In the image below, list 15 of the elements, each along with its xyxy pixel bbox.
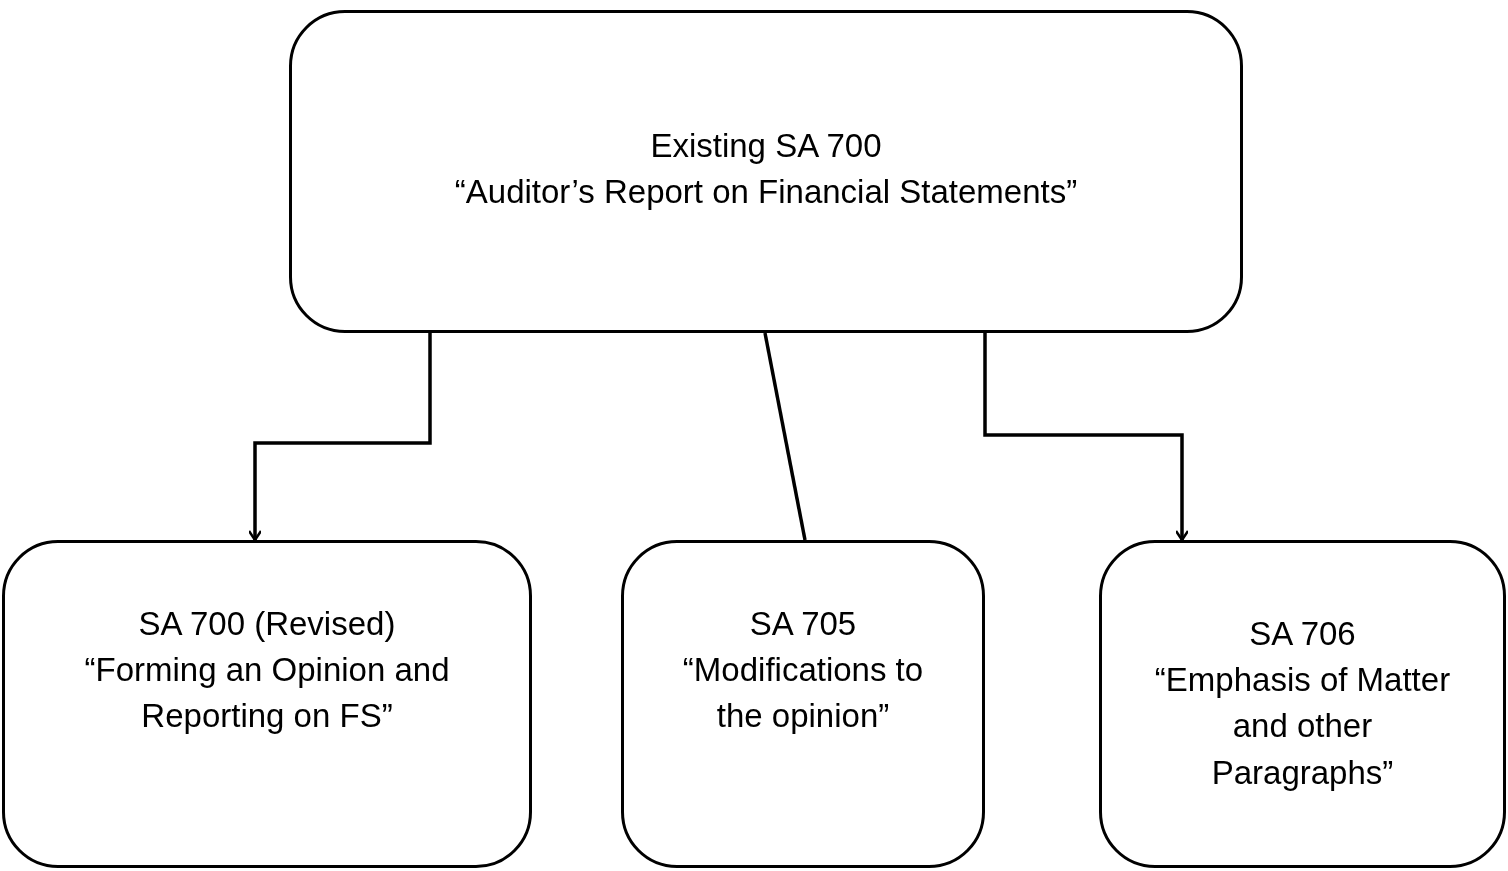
- box-description: “Auditor’s Report on Financial Statements”: [454, 172, 1078, 213]
- box-heading: SA 705: [749, 604, 857, 644]
- arrow: [247, 333, 432, 542]
- box-description: “Modifications to the opinion”: [681, 650, 925, 737]
- box-description: “Forming an Opinion and Reporting on FS”: [83, 650, 451, 737]
- box-heading: SA 706: [1249, 614, 1356, 654]
- rounded-box: [289, 10, 1243, 333]
- rounded-box: [1099, 540, 1506, 868]
- rounded-box: [2, 540, 532, 868]
- box-heading: Existing SA 700: [650, 126, 882, 166]
- box-heading: SA 700 (Revised): [138, 604, 396, 644]
- box-description: “Emphasis of Matter and other Paragraphs”: [1153, 660, 1452, 793]
- arrow: [983, 333, 1190, 542]
- connector-line: [763, 332, 807, 541]
- rounded-box: [621, 540, 985, 868]
